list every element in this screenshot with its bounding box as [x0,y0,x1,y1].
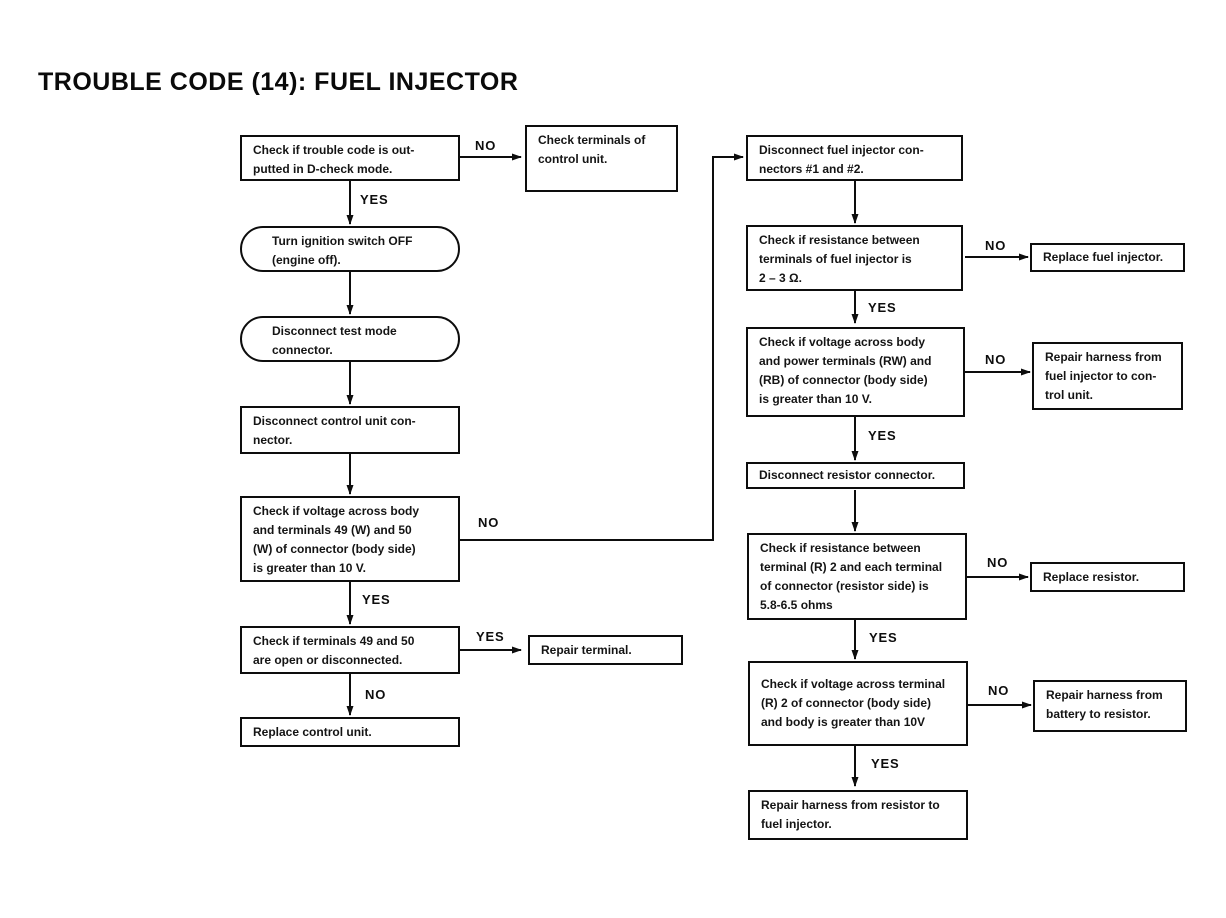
edge-label-yes: YES [871,756,900,771]
node-disconnect-resistor-connector: Disconnect resistor connector. [746,462,965,489]
node-check-injector-resistance: Check if resistance between terminals of… [746,225,963,291]
edge-label-yes: YES [868,300,897,315]
node-check-voltage-rw-rb: Check if voltage across body and power t… [746,327,965,417]
node-check-terminals-control-unit: Check terminals of control unit. [525,125,678,192]
edge-label-yes: YES [868,428,897,443]
edge-label-no: NO [987,555,1009,570]
node-repair-harness-resistor-injector: Repair harness from resistor to fuel inj… [748,790,968,840]
edge-label-yes: YES [362,592,391,607]
node-check-terminals-49-50: Check if terminals 49 and 50 are open or… [240,626,460,674]
edge-label-no: NO [988,683,1010,698]
node-disconnect-test-mode: Disconnect test mode connector. [240,316,460,362]
edge-label-yes: YES [476,629,505,644]
edge-label-no: NO [475,138,497,153]
node-check-voltage-49-50: Check if voltage across body and termina… [240,496,460,582]
node-turn-ignition-off: Turn ignition switch OFF (engine off). [240,226,460,272]
node-check-voltage-r2: Check if voltage across terminal (R) 2 o… [748,661,968,746]
node-repair-harness-injector-cu: Repair harness from fuel injector to con… [1032,342,1183,410]
node-repair-terminal: Repair terminal. [528,635,683,665]
page-title: TROUBLE CODE (14): FUEL INJECTOR [38,68,519,96]
node-repair-harness-battery: Repair harness from battery to resistor. [1033,680,1187,732]
node-replace-control-unit: Replace control unit. [240,717,460,747]
node-disconnect-injector-connectors: Disconnect fuel injector con- nectors #1… [746,135,963,181]
edge-label-yes: YES [869,630,898,645]
connector-voltage4950-no-feedback [460,153,744,541]
edge-label-no: NO [478,515,500,530]
edge-label-no: NO [985,352,1007,367]
node-replace-resistor: Replace resistor. [1030,562,1185,592]
edge-label-no: NO [365,687,387,702]
edge-label-no: NO [985,238,1007,253]
node-replace-fuel-injector: Replace fuel injector. [1030,243,1185,272]
edge-label-yes: YES [360,192,389,207]
node-check-resistor-resistance: Check if resistance between terminal (R)… [747,533,967,620]
node-check-trouble-code: Check if trouble code is out- putted in … [240,135,460,181]
node-disconnect-control-unit-connector: Disconnect control unit con- nector. [240,406,460,454]
